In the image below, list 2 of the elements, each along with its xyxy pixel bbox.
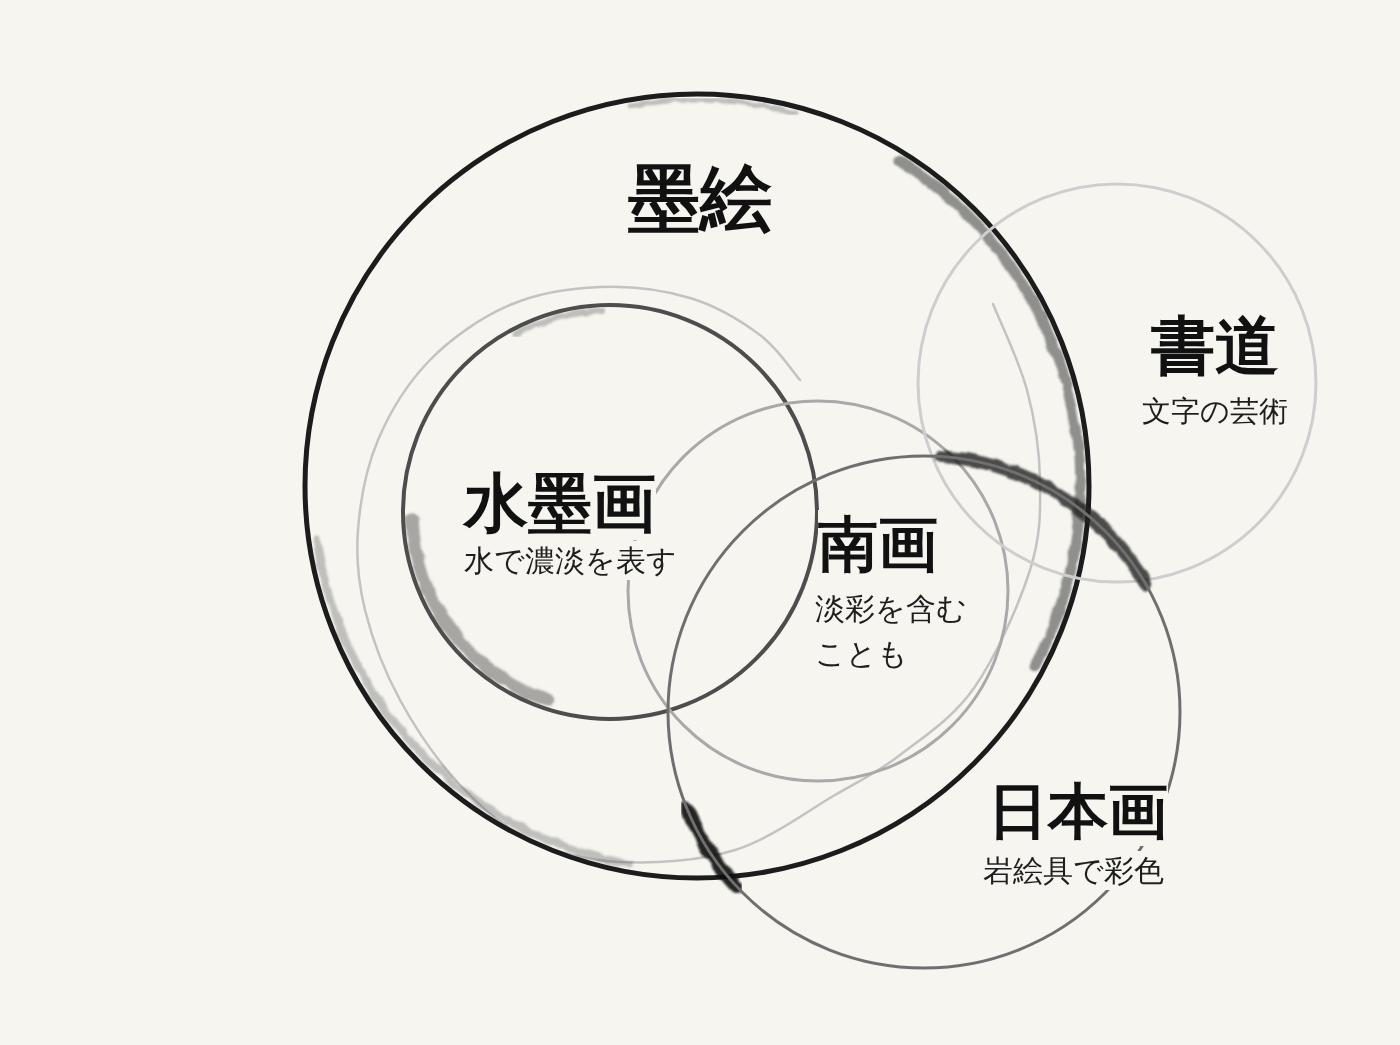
description-text: 水で濃淡を表す — [464, 541, 677, 580]
description-text: 岩絵具で彩色 — [983, 851, 1164, 890]
